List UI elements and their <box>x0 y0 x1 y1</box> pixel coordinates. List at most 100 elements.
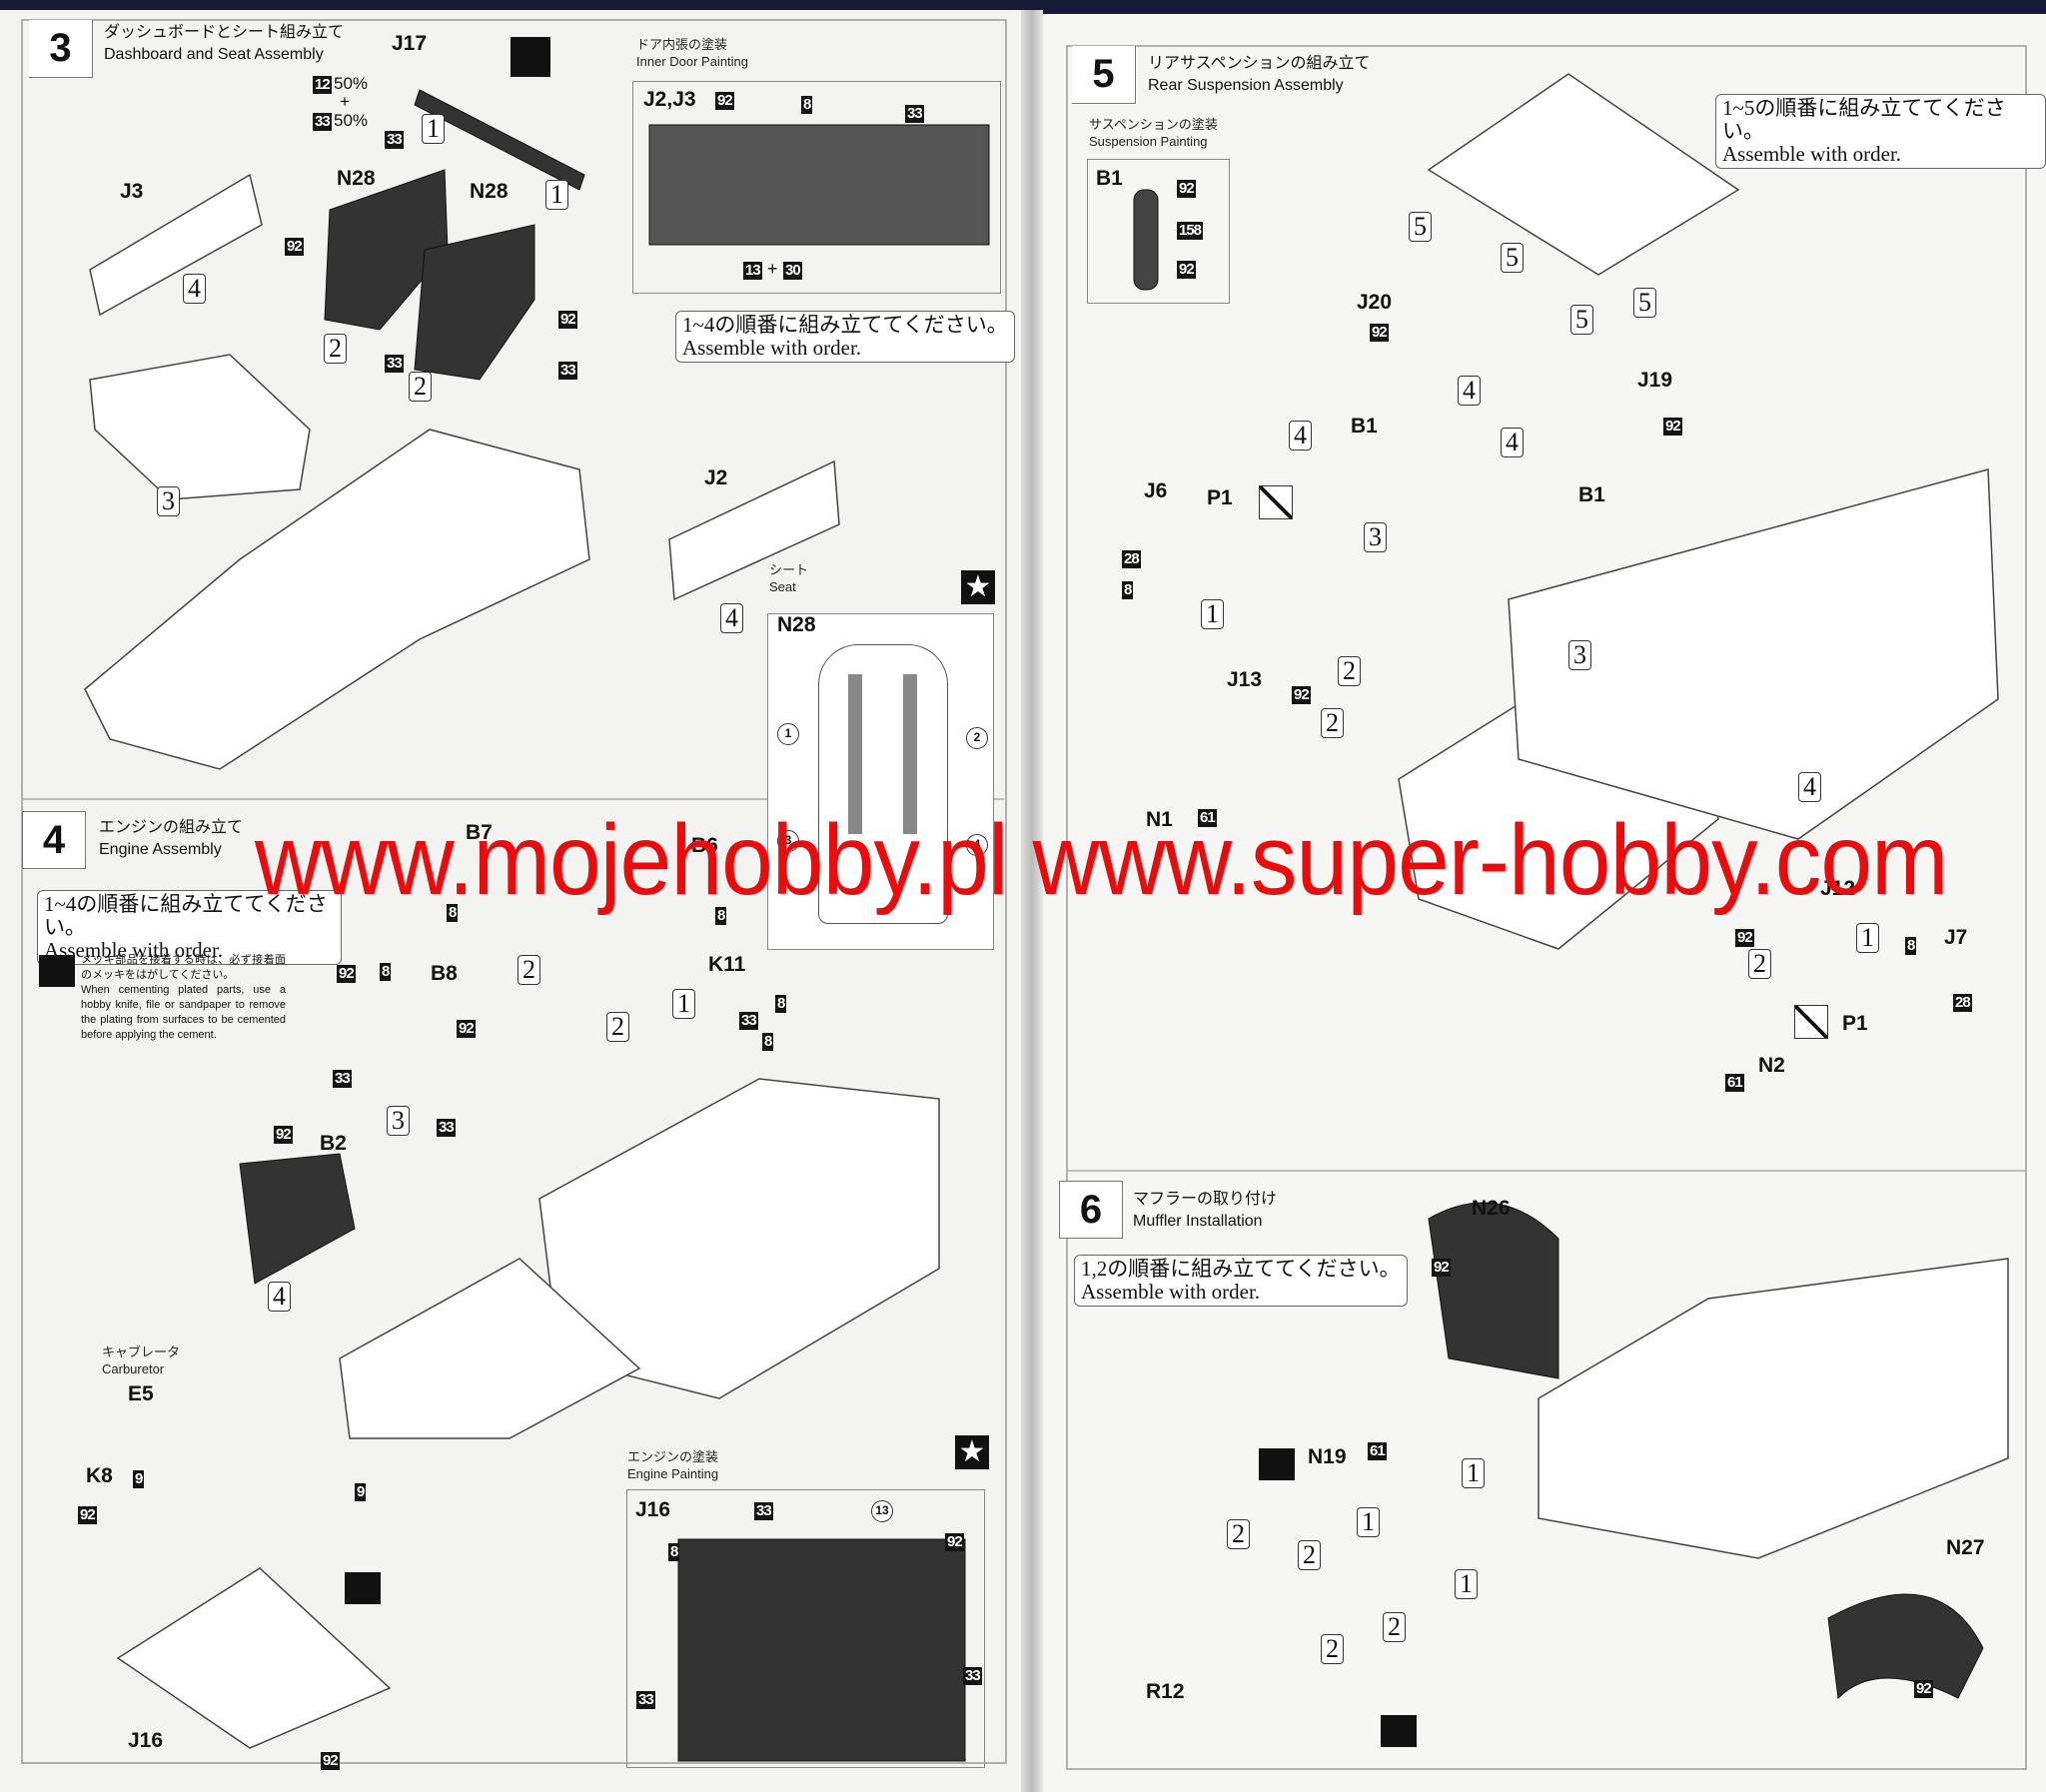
step-number: 4 <box>268 1282 291 1312</box>
step-number: 1 <box>1201 599 1224 629</box>
color-code: 33 <box>754 1502 773 1520</box>
step-number: 3 <box>1364 522 1387 552</box>
color-code: 33 <box>905 105 924 123</box>
inner-door-box <box>632 81 1001 294</box>
step-number: 1 <box>1455 1569 1478 1599</box>
shock-b1 <box>1133 189 1159 291</box>
mix-percent: 50% <box>334 74 369 93</box>
step4-number: 4 <box>22 811 86 869</box>
step-number: 1 <box>1856 923 1879 953</box>
part-label: J19 <box>1637 369 1673 392</box>
belt-point: 1 <box>777 723 799 745</box>
seat-outline <box>818 644 948 924</box>
color-code: 92 <box>1432 1259 1451 1277</box>
color-code: 92 <box>558 311 577 329</box>
order-en: Assemble with order. <box>1081 1280 1261 1304</box>
part-label: B2 <box>320 1132 347 1155</box>
step3-number: 3 <box>29 20 93 78</box>
color-code: 9 <box>355 1483 367 1501</box>
color-code: 92 <box>1370 324 1389 342</box>
step-number: 4 <box>1458 376 1481 406</box>
step3-title-jp: ダッシュボードとシート組み立て <box>104 24 345 41</box>
part-label: K8 <box>86 1464 113 1487</box>
suspension-title-en: Suspension Painting <box>1089 134 1208 149</box>
step-number: 4 <box>720 603 743 633</box>
part-label: J20 <box>1357 291 1393 314</box>
order-jp: 1~4の順番に組み立ててください。 <box>682 313 1008 337</box>
part-label: P1 <box>1842 1012 1868 1035</box>
engine-painting-box <box>626 1489 985 1768</box>
color-code: 8 <box>380 963 392 981</box>
part-label: N19 <box>1308 1445 1347 1468</box>
seat-box <box>767 613 994 950</box>
step-number: 5 <box>1409 212 1432 242</box>
step6-title-en: Muffler Installation <box>1133 1213 1263 1230</box>
order-jp: 1,2の順番に組み立ててください。 <box>1081 1257 1401 1281</box>
color-code: 33 <box>739 1012 758 1030</box>
color-code: 9 <box>133 1470 145 1488</box>
color-code: 28 <box>1122 550 1141 568</box>
step-number: 4 <box>1798 772 1821 802</box>
carb-base <box>116 1567 392 1749</box>
remove-plating-icon <box>39 955 75 987</box>
step-number: 4 <box>183 274 206 304</box>
step-number: 2 <box>1338 656 1361 686</box>
belt-point: 2 <box>966 727 988 749</box>
color-code: 33 <box>558 362 577 380</box>
color-code: 33 <box>437 1119 456 1137</box>
step6-number: 6 <box>1059 1181 1123 1239</box>
color-code: 61 <box>1368 1442 1387 1460</box>
color-code: 92 <box>337 965 356 983</box>
step3-title-en: Dashboard and Seat Assembly <box>104 46 324 63</box>
step-number: 4 <box>1501 428 1524 457</box>
order-jp: 1~5の順番に組み立ててください。 <box>1722 96 2006 143</box>
step-number: 1 <box>1462 1458 1485 1488</box>
no-cement-icon <box>1259 485 1293 519</box>
mudflap-n27 <box>1827 1593 1984 1700</box>
plated-part-icon <box>511 37 550 77</box>
seatbelt-strap <box>903 674 917 834</box>
engine-top <box>1427 73 1740 276</box>
color-code: 158 <box>1177 222 1204 240</box>
color-code: 92 <box>1735 929 1754 947</box>
color-code: 92 <box>78 1506 97 1524</box>
color-code: 61 <box>1725 1074 1744 1092</box>
order-en: Assemble with order. <box>682 336 862 360</box>
order-note: 1~5の順番に組み立ててください。Assemble with order. <box>1715 94 2046 169</box>
part-label: N28 <box>777 613 816 636</box>
part-label: B6 <box>691 834 718 857</box>
part-label: B1 <box>1096 167 1123 190</box>
part-label: N28 <box>470 180 509 203</box>
inner-door-title-en: Inner Door Painting <box>636 54 749 69</box>
suspension-painting-box <box>1087 159 1230 304</box>
door-panel-j3 <box>89 173 263 317</box>
engine-painting-block <box>677 1538 966 1762</box>
step-number: 2 <box>1383 1612 1406 1642</box>
step-number: 2 <box>1321 708 1344 738</box>
watermark: www.mojehobby.pl www.super-hobby.com <box>255 804 1949 916</box>
color-code: 92 <box>1177 180 1196 198</box>
part-label: J3 <box>120 180 144 203</box>
order-en: Assemble with order. <box>1722 142 1902 166</box>
color-code: 33 <box>385 355 404 373</box>
muffler-chassis <box>1537 1258 2009 1559</box>
inner-door-panel <box>648 124 990 246</box>
color-code: 92 <box>274 1126 293 1144</box>
color-code: 61 <box>1198 809 1217 827</box>
part-label: J6 <box>1144 479 1168 502</box>
step-number: 5 <box>1633 288 1656 318</box>
door-panel-j2 <box>668 459 840 601</box>
part-label: P1 <box>1207 486 1233 509</box>
part-label: E5 <box>128 1382 154 1405</box>
step4-title-jp: エンジンの組み立て <box>99 819 244 836</box>
part-label: B1 <box>1578 483 1605 506</box>
order-note: 1,2の順番に組み立ててください。Assemble with order. <box>1074 1255 1408 1307</box>
step-number: 2 <box>606 1012 629 1042</box>
headrest-bar <box>414 89 585 191</box>
color-code: 8 <box>447 904 459 922</box>
step-number: 2 <box>517 955 540 985</box>
